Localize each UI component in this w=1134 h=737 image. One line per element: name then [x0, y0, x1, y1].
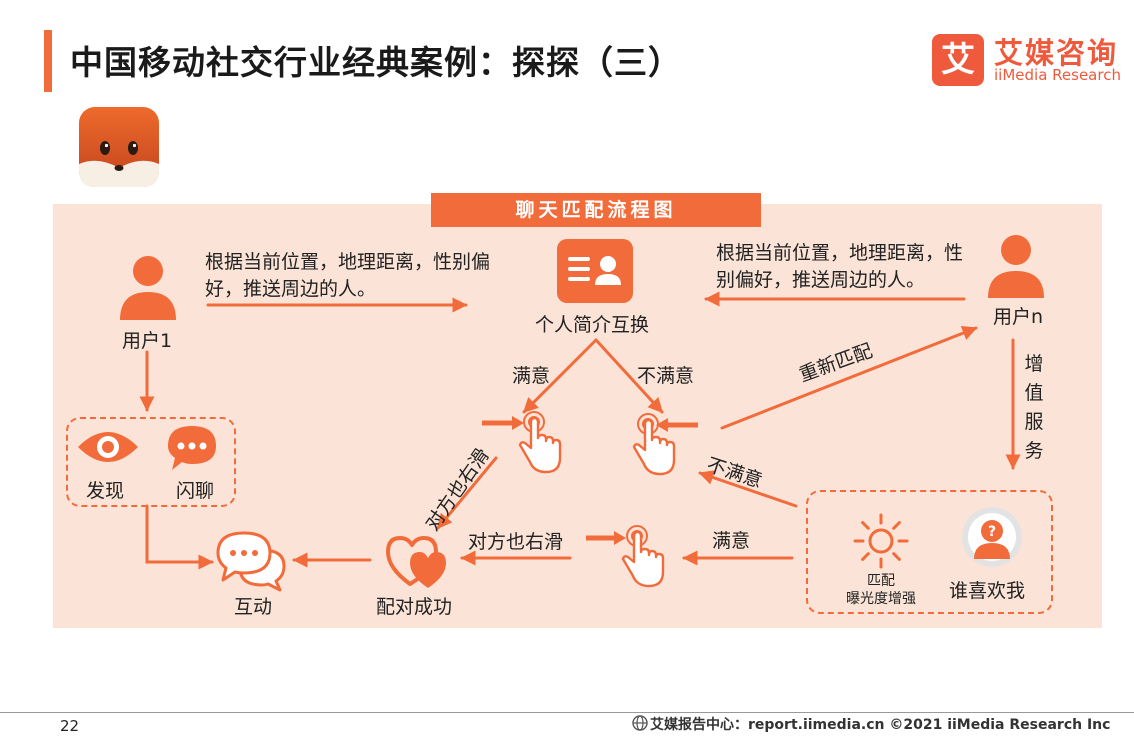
boost-line1-label: 匹配 — [867, 573, 895, 589]
push-text-left: 根据当前位置，地理距离，性别偏好，推送周边的人。 — [205, 251, 491, 300]
interaction-chat-icon — [216, 531, 286, 592]
swipe-right-label: 对方也右滑 — [468, 531, 564, 553]
brand-name-cn: 艾媒咨询 — [994, 36, 1119, 70]
value-added-group — [806, 490, 1053, 614]
svg-text:?: ? — [988, 524, 996, 540]
arrow-satisfied — [522, 338, 598, 414]
sun-boost-icon — [853, 513, 909, 569]
discover-label: 发现 — [86, 480, 125, 502]
page-number: 22 — [60, 717, 80, 735]
title-accent-bar — [44, 30, 52, 92]
who-likes-me-label: 谁喜欢我 — [949, 580, 1026, 602]
unsatisfied-label: 不满意 — [637, 365, 695, 387]
match-success-label: 配对成功 — [376, 596, 453, 618]
line-discover-to-interact — [145, 504, 214, 570]
eye-icon — [78, 432, 138, 462]
globe-icon — [632, 715, 648, 731]
arrow-rematch — [720, 325, 978, 430]
usern-label: 用户n — [993, 306, 1044, 328]
hand-tap-icon-right — [632, 413, 676, 476]
push-text-right: 根据当前位置，地理距离，性别偏好，推送周边的人。 — [716, 242, 964, 291]
brand-logo-char: 艾 — [941, 40, 975, 80]
satisfied-label: 满意 — [512, 365, 551, 387]
discover-chat-group — [66, 417, 236, 507]
footer-divider — [0, 712, 1134, 713]
footer-source: 艾媒报告中心：report.iimedia.cn ©2021 iiMedia R… — [650, 717, 1111, 733]
flash-chat-label: 闪聊 — [176, 480, 215, 502]
who-likes-me-icon: ? — [962, 507, 1022, 567]
hand-tap-icon-bottom — [621, 525, 665, 588]
arrow-swipe-to-match — [436, 456, 498, 530]
brand-name-en: iiMedia Research — [994, 66, 1121, 84]
heart-match-icon — [386, 536, 446, 588]
profile-card-icon — [557, 239, 633, 303]
chat-bubble-icon — [168, 426, 216, 470]
value-added-label: 增值服务 — [1024, 353, 1044, 462]
arrow-unsatisfied-back — [698, 470, 798, 508]
usern-icon — [988, 235, 1044, 298]
profile-swap-label: 个人简介互换 — [535, 314, 650, 336]
page-title: 中国移动社交行业经典案例：探探（三） — [70, 43, 682, 82]
tantan-app-icon — [79, 107, 159, 187]
arrow-unsatisfied — [594, 338, 664, 414]
brand-logo: 艾 — [932, 34, 984, 86]
user1-icon — [120, 256, 176, 320]
boost-line2-label: 曝光度增强 — [846, 591, 916, 607]
diagram-header: 聊天匹配流程图 — [431, 193, 761, 227]
satisfied-back-label: 满意 — [712, 530, 751, 552]
interaction-label: 互动 — [234, 596, 273, 618]
hand-tap-icon-left — [518, 411, 562, 474]
user1-label: 用户1 — [122, 330, 173, 352]
